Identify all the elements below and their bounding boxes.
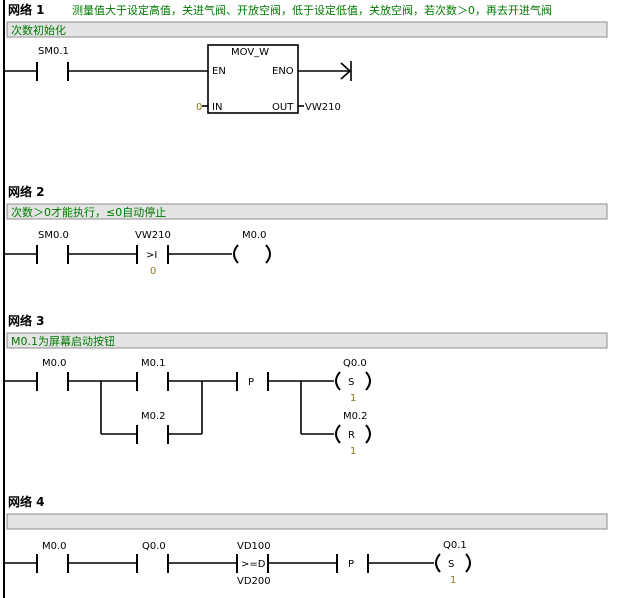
network-comment: 次数初始化 — [11, 23, 66, 37]
coil-address: M0.2 — [343, 411, 368, 422]
mov-w-box[interactable] — [207, 44, 299, 114]
coil-right[interactable] — [465, 553, 471, 573]
compare-operand1: VW210 — [135, 230, 171, 241]
coil-left[interactable] — [335, 371, 341, 391]
network-2[interactable]: 网络 2 次数＞0才能执行，≤0自动停止 SM0.0 VW210 >I 0 M0… — [4, 184, 608, 277]
network-title-comment: 测量值大于设定高值，关进气阀、开放空阀，低于设定低值，关放空阀，若次数＞0，再去… — [72, 3, 552, 17]
compare-operand1: VD100 — [237, 541, 271, 552]
network-title: 网络 4 — [8, 494, 45, 509]
network-comment-bar[interactable] — [6, 21, 608, 38]
contact-address: Q0.0 — [142, 541, 166, 552]
coil-count: 1 — [350, 446, 356, 457]
coil-right[interactable] — [365, 424, 371, 444]
coil-address: M0.0 — [242, 230, 267, 241]
coil-right[interactable] — [365, 371, 371, 391]
coil-left[interactable] — [435, 553, 441, 573]
box-in: IN — [212, 102, 222, 113]
network-3[interactable]: 网络 3 M0.1为屏幕启动按钮 M0.0 M0.1 M0.2 P Q0.0 S… — [4, 313, 608, 457]
network-1[interactable]: 网络 1 测量值大于设定高值，关进气阀、开放空阀，低于设定低值，关放空阀，若次数… — [4, 2, 608, 114]
network-comment-bar[interactable] — [6, 203, 608, 220]
contact-address: M0.0 — [42, 541, 67, 552]
coil-count: 1 — [350, 393, 356, 404]
network-comment-bar[interactable] — [6, 332, 608, 349]
box-name: MOV_W — [231, 47, 269, 58]
box-out: OUT — [272, 102, 294, 113]
box-en: EN — [212, 66, 226, 77]
network-comment: 次数＞0才能执行，≤0自动停止 — [11, 205, 166, 219]
eno-arrow — [340, 62, 352, 80]
compare-operand2: VD200 — [237, 576, 271, 587]
network-title: 网络 2 — [8, 184, 45, 199]
contact-address: M0.0 — [42, 358, 67, 369]
compare-operator: >I — [146, 250, 157, 261]
compare-operand2: 0 — [150, 266, 156, 277]
contact-address: SM0.0 — [38, 230, 69, 241]
p-label: P — [348, 559, 354, 570]
coil-count: 1 — [450, 575, 456, 586]
coil-left[interactable] — [335, 424, 341, 444]
contact-address: M0.2 — [141, 411, 166, 422]
coil-address: Q0.0 — [343, 358, 367, 369]
network-title: 网络 1 — [8, 2, 45, 17]
coil-right[interactable] — [265, 244, 271, 264]
network-title: 网络 3 — [8, 313, 45, 328]
coil-address: Q0.1 — [443, 540, 467, 551]
network-comment: M0.1为屏幕启动按钮 — [11, 334, 115, 348]
out-value: VW210 — [305, 102, 341, 113]
p-label: P — [248, 377, 254, 388]
coil-left[interactable] — [233, 244, 239, 264]
box-eno: ENO — [272, 66, 294, 77]
in-value: 0 — [196, 102, 202, 113]
compare-operator: >=D — [241, 559, 266, 570]
network-4[interactable]: 网络 4 M0.0 Q0.0 VD100 >=D VD200 P Q0.1 S … — [4, 494, 608, 587]
coil-type: S — [448, 559, 454, 570]
coil-type: S — [348, 377, 354, 388]
network-comment-bar[interactable] — [6, 513, 608, 530]
contact-address: M0.1 — [141, 358, 166, 369]
coil-type: R — [348, 430, 355, 441]
contact-address: SM0.1 — [38, 46, 69, 57]
